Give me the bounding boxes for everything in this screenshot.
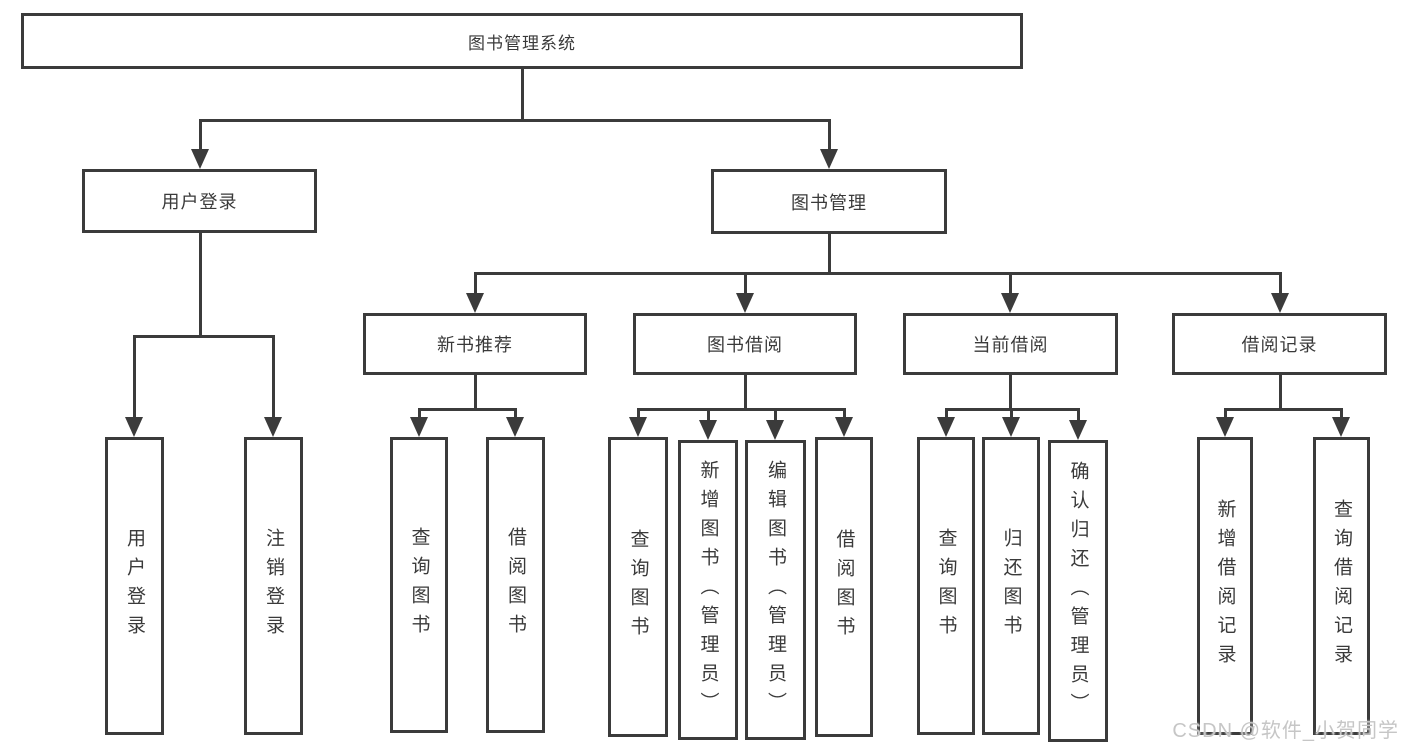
node-current-borrow-label: 当前借阅 [972, 335, 1049, 355]
connector-bbquery-stem [637, 408, 640, 419]
connector-leaf-logout-stem [272, 335, 275, 419]
leaf-newbooks-borrow-label: 借阅图书 [505, 527, 526, 643]
arrowhead-cbconfirm [1069, 420, 1087, 440]
arrowhead-leaf-userlogin [125, 417, 143, 437]
arrowhead-borrowrecords [1271, 293, 1289, 313]
node-root-system: 图书管理系统 [21, 13, 1023, 69]
connector-currentborrow-stem [1009, 272, 1012, 295]
leaf-currentborrow-confirm-label: 确认归还（管理员） [1067, 460, 1089, 722]
arrowhead-bookborrow [736, 293, 754, 313]
arrowhead-userlogin [191, 149, 209, 169]
connector-nbquery-stem [418, 408, 421, 419]
connector-bbadd-stem [707, 408, 710, 422]
arrowhead-bbquery [629, 417, 647, 437]
node-book-management-label: 图书管理 [791, 192, 867, 213]
arrowhead-newbooks [466, 293, 484, 313]
connector-root-stem [521, 69, 524, 119]
leaf-bookborrow-query: 查询图书 [608, 437, 668, 737]
leaf-records-add-label: 新增借阅记录 [1214, 499, 1236, 673]
node-book-borrow: 图书借阅 [633, 313, 857, 375]
leaf-bookborrow-add: 新增图书（管理员） [678, 440, 738, 740]
leaf-records-add: 新增借阅记录 [1197, 437, 1253, 735]
arrowhead-bradd [1216, 417, 1234, 437]
leaf-bookborrow-borrow: 借阅图书 [815, 437, 873, 737]
leaf-currentborrow-return: 归还图书 [982, 437, 1040, 735]
node-new-books: 新书推荐 [363, 313, 587, 375]
connector-bookmgmt-stem [828, 119, 831, 151]
leaf-bookborrow-add-label: 新增图书（管理员） [697, 459, 719, 721]
leaf-newbooks-query-label: 查询图书 [408, 527, 430, 643]
node-user-login: 用户登录 [82, 169, 317, 233]
leaf-bookborrow-edit-label: 编辑图书（管理员） [765, 459, 786, 721]
connector-userlogin-stem [199, 119, 202, 151]
leaf-user-login-label: 用户登录 [124, 528, 145, 644]
arrowhead-bbadd [699, 420, 717, 440]
leaf-bookborrow-edit: 编辑图书（管理员） [745, 440, 806, 740]
leaf-records-query: 查询借阅记录 [1313, 437, 1370, 735]
node-book-management: 图书管理 [711, 169, 947, 234]
arrowhead-brquery [1332, 417, 1350, 437]
connector-cbconfirm-stem [1077, 408, 1080, 422]
leaf-logout-label: 注销登录 [263, 528, 284, 644]
leaf-currentborrow-confirm: 确认归还（管理员） [1048, 440, 1108, 742]
node-borrow-records: 借阅记录 [1172, 313, 1387, 375]
leaf-logout: 注销登录 [244, 437, 303, 735]
arrowhead-nbborrow [506, 417, 524, 437]
arrowhead-bbedit [766, 420, 784, 440]
leaf-bookborrow-query-label: 查询图书 [627, 529, 649, 645]
connector-cbreturn-stem [1010, 408, 1013, 419]
connector-level3-rail [474, 272, 1282, 275]
leaf-newbooks-borrow: 借阅图书 [486, 437, 545, 733]
connector-userlogin-rail [133, 335, 275, 338]
leaf-user-login: 用户登录 [105, 437, 164, 735]
connector-level1-rail [199, 119, 831, 122]
arrowhead-leaf-logout [264, 417, 282, 437]
leaf-records-query-label: 查询借阅记录 [1331, 499, 1352, 673]
connector-bookborrow-rail [637, 408, 846, 411]
connector-bookborrow-stem [744, 272, 747, 295]
node-current-borrow: 当前借阅 [903, 313, 1118, 375]
connector-bookborrow-down [744, 375, 747, 408]
connector-borrowrecords-down [1279, 375, 1282, 408]
connector-newbooks-stem [474, 272, 477, 295]
connector-borrowrecords-rail [1224, 408, 1343, 411]
csdn-watermark: CSDN @软件_小贺同学 [1172, 720, 1399, 742]
connector-nbborrow-stem [514, 408, 517, 419]
connector-newbooks-down [474, 375, 477, 408]
connector-userlogin-down [199, 233, 202, 335]
connector-currentborrow-down [1009, 375, 1012, 408]
connector-borrowrecords-stem [1279, 272, 1282, 295]
connector-bradd-stem [1224, 408, 1227, 419]
node-root-label: 图书管理系统 [468, 33, 576, 53]
node-borrow-records-label: 借阅记录 [1241, 335, 1318, 355]
connector-bbborrow-stem [843, 408, 846, 419]
arrowhead-nbquery [410, 417, 428, 437]
node-user-login-label: 用户登录 [161, 192, 238, 212]
connector-cbquery-stem [945, 408, 948, 419]
arrowhead-cbquery [937, 417, 955, 437]
connector-bbedit-stem [774, 408, 777, 422]
connector-brquery-stem [1340, 408, 1343, 419]
arrowhead-currentborrow [1001, 293, 1019, 313]
leaf-currentborrow-query: 查询图书 [917, 437, 975, 735]
leaf-currentborrow-query-label: 查询图书 [935, 528, 957, 644]
node-book-borrow-label: 图书借阅 [707, 335, 783, 355]
arrowhead-cbreturn [1002, 417, 1020, 437]
leaf-currentborrow-return-label: 归还图书 [1000, 528, 1022, 644]
node-new-books-label: 新书推荐 [437, 335, 513, 355]
connector-leaf-userlogin-stem [133, 335, 136, 419]
leaf-bookborrow-borrow-label: 借阅图书 [833, 529, 855, 645]
arrowhead-bbborrow [835, 417, 853, 437]
connector-bookmgmt-down [828, 234, 831, 272]
arrowhead-bookmgmt [820, 149, 838, 169]
connector-newbooks-rail [418, 408, 517, 411]
leaf-newbooks-query: 查询图书 [390, 437, 448, 733]
